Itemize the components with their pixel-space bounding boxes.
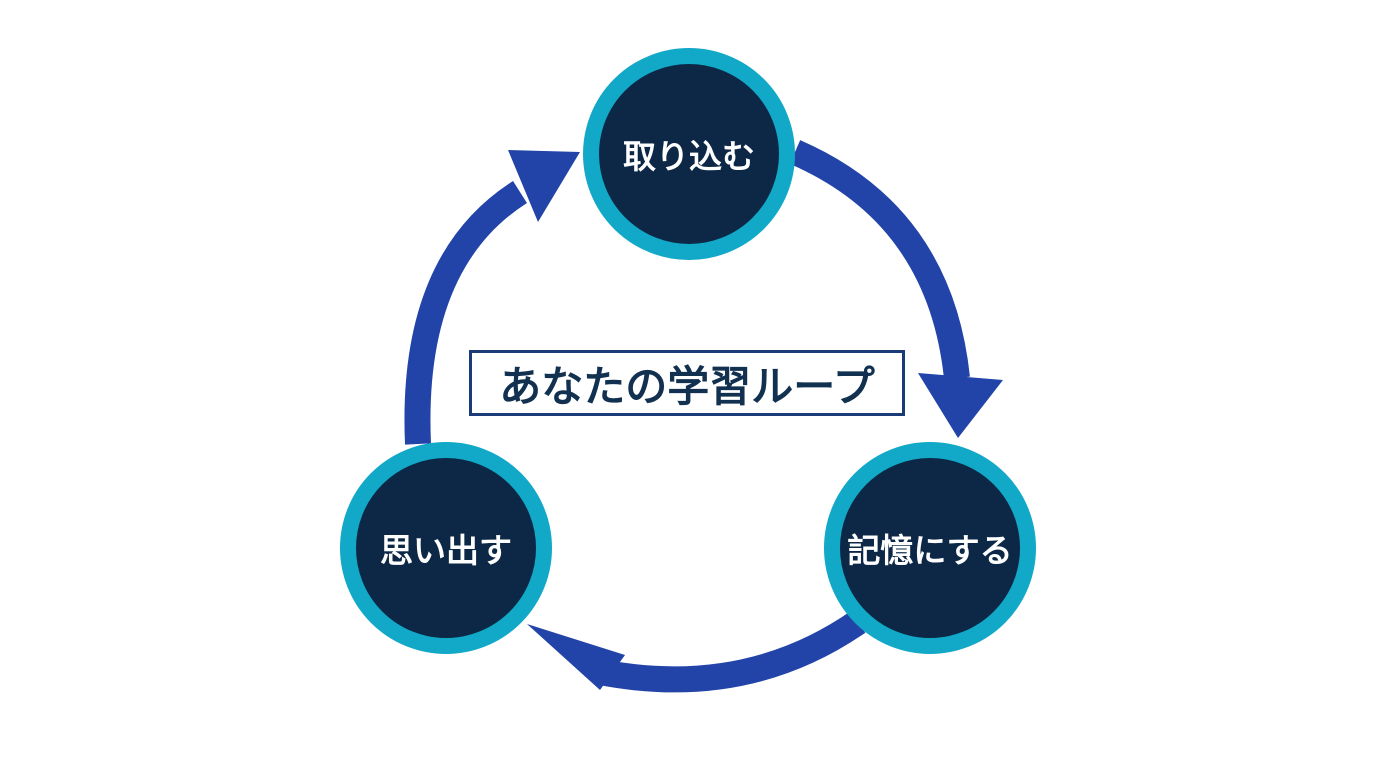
arrowhead-capture-to-memorize bbox=[918, 373, 1003, 438]
node-memorize-label: 記憶にする bbox=[847, 531, 1013, 570]
node-memorize: 記憶にする bbox=[824, 442, 1036, 654]
diagram-title: あなたの学習ループ bbox=[499, 361, 875, 411]
node-capture: 取り込む bbox=[583, 48, 795, 260]
arrow-capture-to-memorize bbox=[789, 140, 970, 380]
diagram-title-box: あなたの学習ループ bbox=[469, 350, 905, 416]
node-capture-label: 取り込む bbox=[623, 137, 755, 176]
arrowhead-recall-to-capture bbox=[508, 150, 580, 222]
arrow-memorize-to-recall bbox=[597, 611, 866, 693]
node-recall-label: 思い出す bbox=[380, 531, 512, 570]
arrow-recall-to-capture bbox=[404, 181, 528, 445]
arrowhead-memorize-to-recall bbox=[527, 624, 625, 690]
node-recall: 思い出す bbox=[340, 442, 552, 654]
